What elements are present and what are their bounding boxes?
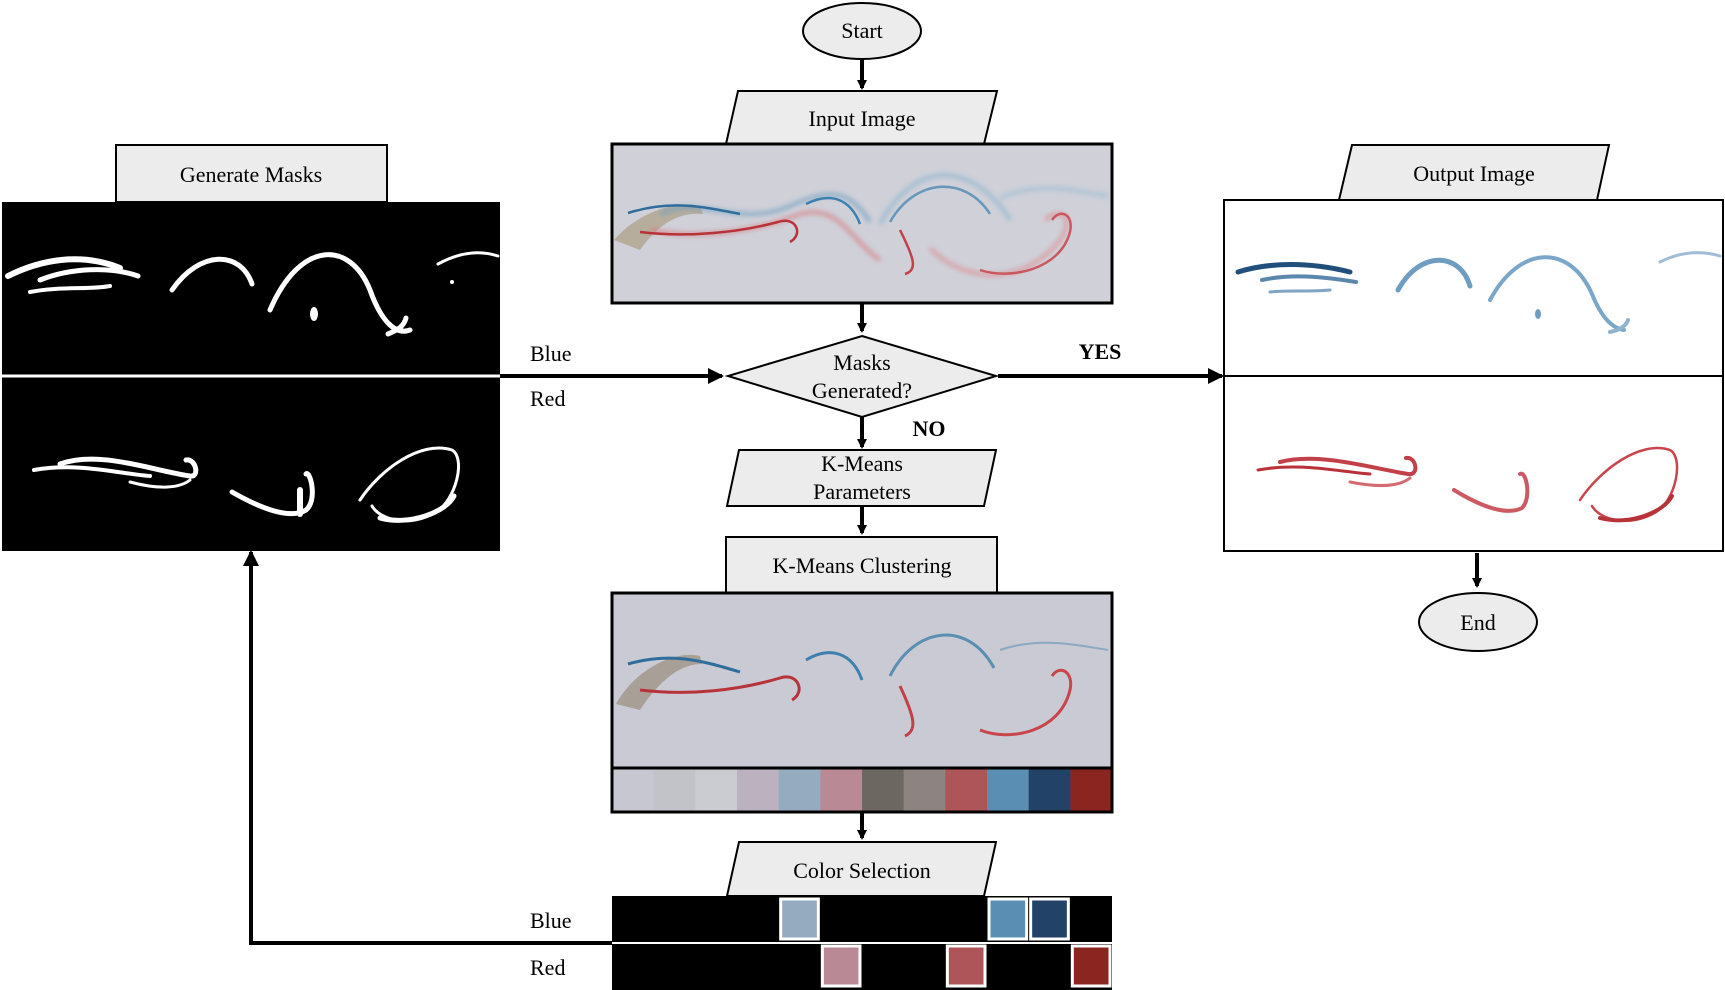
decision-label-line2: Generated? [812,378,912,403]
blue-mask [5,251,500,337]
select-red-label: Red [530,955,565,980]
masks-generated-decision: Masks Generated? [724,334,1000,419]
generate-masks-node: Generate Masks [115,144,388,203]
palette-swatch [737,769,780,811]
palette-swatch [862,769,905,811]
kmeans-parameters-node: K-Means Parameters [725,449,998,507]
mask-blue-label: Blue [530,341,572,366]
selected-color-swatch [987,897,1029,941]
selected-color-swatch [1029,897,1070,941]
palette-swatch [778,769,821,811]
arrow-selection-to-masks [243,550,612,945]
palette-swatch [653,769,696,811]
input-image-node: Input Image [724,90,999,145]
palette-swatch [695,769,738,811]
selected-color-swatch [820,944,862,988]
palette-swatch [945,769,988,811]
palette-swatch [612,769,655,811]
kmeans-params-label-line1: K-Means [821,451,903,476]
output-image-label: Output Image [1413,161,1535,186]
yes-label: YES [1079,339,1122,364]
connectors [243,55,1482,945]
output-image-node: Output Image [1337,144,1611,201]
generate-masks-label: Generate Masks [180,162,322,187]
blue-selection-row [779,897,1070,941]
selected-color-swatch [945,944,987,988]
kmeans-clustering-node: K-Means Clustering [725,536,998,594]
selected-color-swatch [779,897,820,941]
blue-output [1235,251,1722,334]
palette-swatch [987,769,1030,811]
end-label: End [1460,610,1495,635]
no-label: NO [913,416,946,441]
color-selection-grid [612,896,1112,990]
kmeans-palette-strip [612,769,1113,811]
mask-images [2,202,500,551]
clustered-photo [610,591,1114,814]
start-label: Start [841,18,883,43]
red-mask [32,446,460,523]
input-image-label: Input Image [809,106,916,131]
select-blue-label: Blue [530,908,572,933]
color-selection-node: Color Selection [725,841,998,897]
red-selection-row [820,944,1112,988]
kmeans-clustering-label: K-Means Clustering [772,553,951,578]
input-photo [610,142,1114,305]
palette-swatch [1028,769,1071,811]
kmeans-params-label-line2: Parameters [813,479,911,504]
output-images [1223,199,1724,552]
decision-label-line1: Masks [833,350,890,375]
palette-swatch [820,769,863,811]
palette-swatch [1070,769,1113,811]
palette-swatch [903,769,946,811]
end-node: End [1418,592,1538,652]
mask-red-label: Red [530,386,565,411]
start-node: Start [802,2,922,60]
color-selection-label: Color Selection [793,858,930,883]
red-output [1256,446,1679,523]
selected-color-swatch [1070,944,1112,988]
